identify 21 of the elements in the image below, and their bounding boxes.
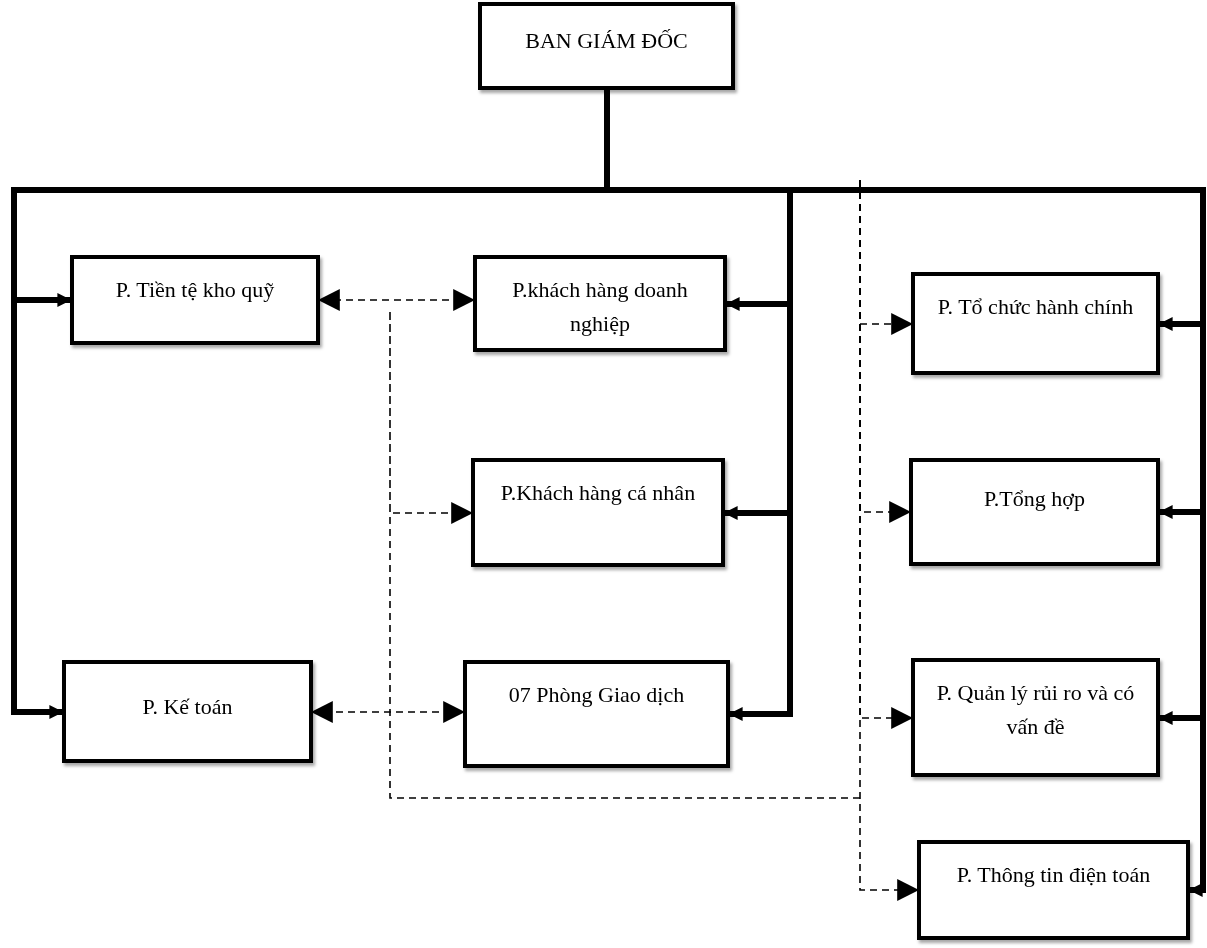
department-name: P.Khách hàng cá nhân	[500, 479, 696, 507]
department-name: P. Thông tin điện toán	[956, 861, 1151, 889]
department-name: BAN GIÁM ĐỐC	[525, 27, 688, 55]
department-box	[917, 840, 1190, 940]
management-box	[478, 2, 735, 90]
department-name: P.khách hàng doanh nghiệp	[511, 276, 689, 338]
department-box	[463, 660, 730, 768]
department-box	[909, 458, 1160, 566]
department-name: 07 Phòng Giao dịch	[508, 681, 685, 709]
department-box	[911, 658, 1160, 777]
department-name: P.Tổng hợp	[984, 485, 1085, 513]
department-box	[62, 660, 313, 763]
dashed-arrow	[389, 309, 861, 799]
department-name: P. Tiền tệ kho quỹ	[115, 276, 275, 304]
department-box	[911, 272, 1160, 375]
department-name: P. Tổ chức hành chính	[937, 293, 1134, 321]
department-box	[471, 458, 725, 567]
department-name: P. Kế toán	[142, 693, 233, 721]
department-name: P. Quản lý rủi ro và có vấn đề	[935, 679, 1136, 741]
department-box	[473, 255, 727, 352]
department-box	[70, 255, 320, 345]
